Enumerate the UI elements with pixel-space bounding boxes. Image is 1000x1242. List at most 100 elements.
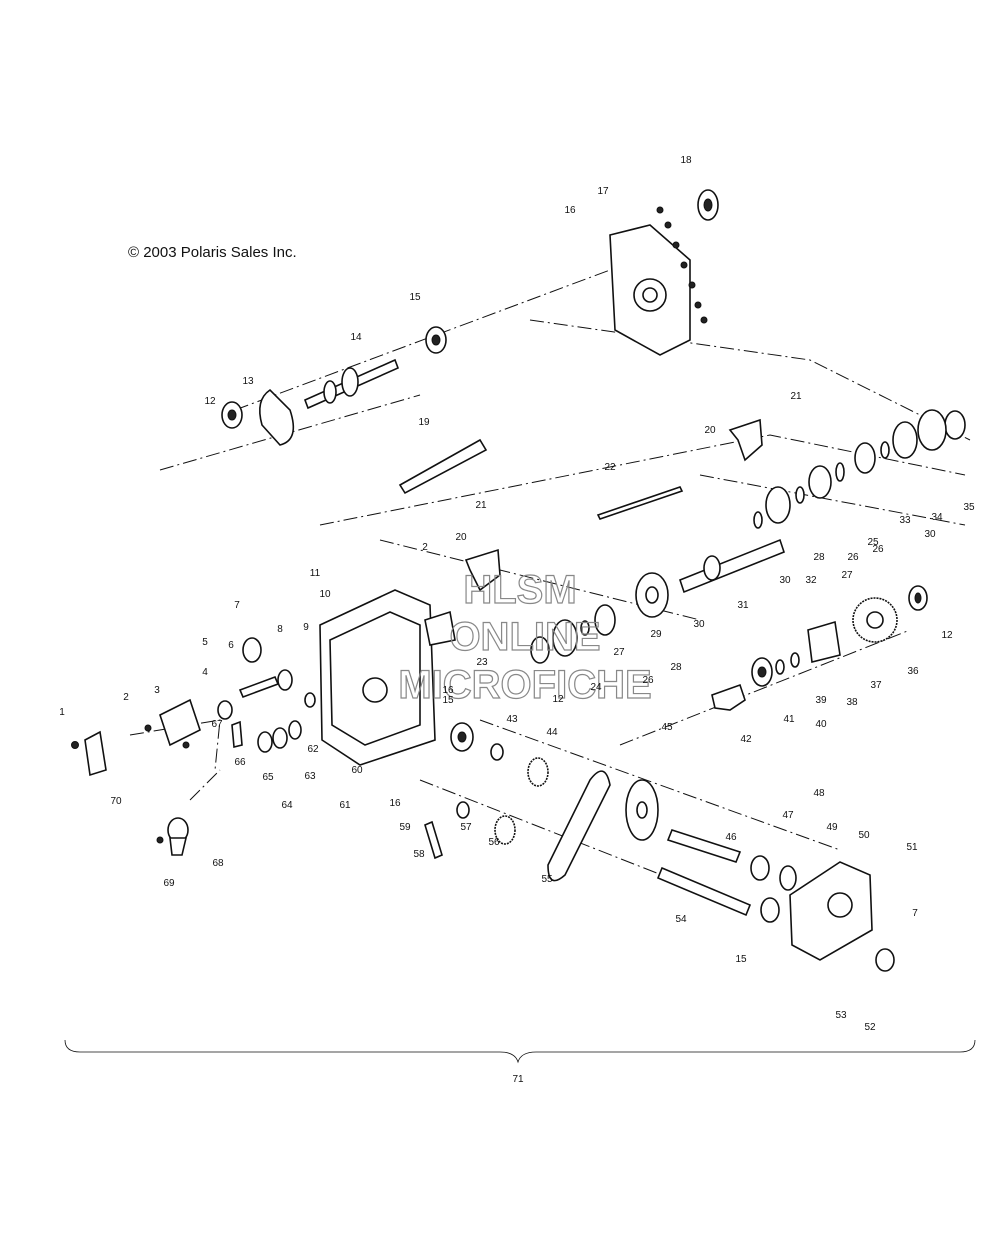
callout-28: 28 xyxy=(670,662,682,673)
callout-25: 25 xyxy=(867,537,879,548)
shaft-54 xyxy=(656,866,752,917)
callout-14: 14 xyxy=(350,332,362,343)
callout-19: 19 xyxy=(418,417,430,428)
callout-29: 29 xyxy=(650,629,662,640)
output-hub-42 xyxy=(711,683,746,711)
bearing-12-left xyxy=(221,401,243,429)
callout-17: 17 xyxy=(597,186,609,197)
callout-42: 42 xyxy=(740,734,752,745)
callout-11: 11 xyxy=(310,568,321,579)
input-shaft xyxy=(303,358,400,410)
callout-8: 8 xyxy=(277,624,283,635)
callout-50: 50 xyxy=(858,830,870,841)
callout-45: 45 xyxy=(661,722,673,733)
callout-65: 65 xyxy=(262,772,274,783)
callout-58: 58 xyxy=(413,849,425,860)
lower-cover-50 xyxy=(789,861,873,961)
watermark-line: ONLINE xyxy=(449,615,600,659)
callout-3: 3 xyxy=(154,685,160,696)
callout-22: 22 xyxy=(604,462,616,473)
callout-69: 69 xyxy=(163,878,175,889)
callout-63: 63 xyxy=(304,771,316,782)
gear-29 xyxy=(635,572,669,618)
callout-53: 53 xyxy=(835,1010,847,1021)
assembly-brace: 71 xyxy=(64,1039,976,1085)
callout-9: 9 xyxy=(303,622,309,633)
cover-bolts xyxy=(656,206,708,324)
callout-1: 1 xyxy=(59,707,65,718)
upper-housing-cover xyxy=(609,206,708,356)
callout-12: 12 xyxy=(552,694,564,705)
callout-47: 47 xyxy=(782,810,794,821)
callout-36: 36 xyxy=(907,666,919,677)
shaft-22 xyxy=(596,486,684,520)
callout-48: 48 xyxy=(813,788,825,799)
callout-15: 15 xyxy=(409,292,421,303)
callout-30: 30 xyxy=(779,575,791,586)
callout-23: 23 xyxy=(476,657,488,668)
callout-66: 66 xyxy=(234,757,246,768)
callout-15: 15 xyxy=(442,695,454,706)
callout-30: 30 xyxy=(924,529,936,540)
callout-68: 68 xyxy=(212,858,224,869)
callout-31: 31 xyxy=(737,600,749,611)
bearing-15-lower xyxy=(450,722,474,752)
callout-15: 15 xyxy=(735,954,747,965)
callout-67: 67 xyxy=(211,719,223,730)
callout-7: 7 xyxy=(912,908,918,919)
gear-56 xyxy=(494,815,516,845)
bearings-15-right xyxy=(750,855,780,923)
callout-46: 46 xyxy=(725,832,737,843)
bearing-15-upper xyxy=(425,326,447,354)
callout-21: 21 xyxy=(790,391,802,402)
callout-37: 37 xyxy=(870,680,882,691)
callout-26: 26 xyxy=(872,544,884,555)
main-shaft-31 xyxy=(679,538,785,594)
callout-4: 4 xyxy=(202,667,208,678)
disc-45 xyxy=(625,779,659,841)
callout-55: 55 xyxy=(541,874,553,885)
chain-55 xyxy=(547,770,611,882)
callout-56: 56 xyxy=(488,837,500,848)
callout-2: 2 xyxy=(123,692,129,703)
spacer-57 xyxy=(456,801,470,819)
callout-49: 49 xyxy=(826,822,838,833)
callout-39: 39 xyxy=(815,695,827,706)
callout-60: 60 xyxy=(351,765,363,776)
callout-70: 70 xyxy=(110,796,122,807)
callout-34: 34 xyxy=(931,512,943,523)
callout-16: 16 xyxy=(389,798,401,809)
callout-35: 35 xyxy=(963,502,975,513)
callout-12: 12 xyxy=(204,396,216,407)
seal-49 xyxy=(779,865,797,891)
assembly-number: 71 xyxy=(512,1074,524,1085)
washers-39-40 xyxy=(775,652,800,675)
shaft-19 xyxy=(398,438,488,495)
callout-13: 13 xyxy=(242,376,254,387)
sensor-58 xyxy=(424,820,443,860)
callout-6: 6 xyxy=(228,640,234,651)
callout-32: 32 xyxy=(805,575,817,586)
callout-18: 18 xyxy=(680,155,692,166)
callout-33: 33 xyxy=(899,515,911,526)
washer-43 xyxy=(490,743,504,761)
watermark-line: HLSM xyxy=(463,568,576,612)
gear-44 xyxy=(527,757,549,787)
main-housing xyxy=(319,589,436,766)
assembly-axes xyxy=(129,269,971,891)
callout-27: 27 xyxy=(613,647,625,658)
callout-12: 12 xyxy=(941,630,953,641)
plate-38 xyxy=(807,620,841,663)
shift-fork-20-lower xyxy=(464,548,501,592)
callout-44: 44 xyxy=(546,727,558,738)
callout-54: 54 xyxy=(675,914,687,925)
callout-61: 61 xyxy=(339,800,351,811)
callout-5: 5 xyxy=(202,637,208,648)
sprocket-36 xyxy=(852,597,898,643)
seal-7-right xyxy=(875,948,895,972)
callout-26: 26 xyxy=(642,675,654,686)
lever-68 xyxy=(167,817,189,856)
callout-62: 62 xyxy=(307,744,319,755)
